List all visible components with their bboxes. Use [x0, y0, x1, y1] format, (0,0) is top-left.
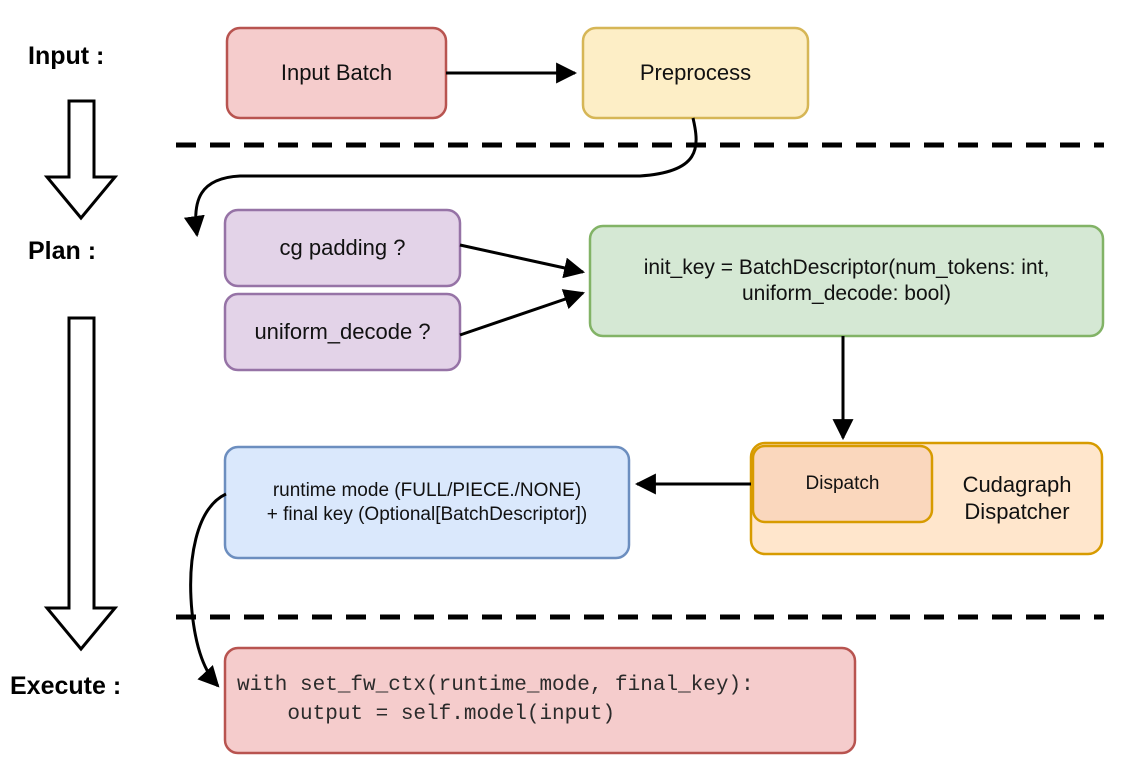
node-execute-code[interactable]: with set_fw_ctx(runtime_mode, final_key)…	[225, 648, 855, 753]
node-init-key[interactable]: init_key = BatchDescriptor(num_tokens: i…	[590, 226, 1103, 336]
node-input-batch[interactable]: Input Batch	[227, 28, 446, 118]
node-uniform-decode-label: uniform_decode ?	[254, 318, 431, 344]
arrow-cg-padding-to-init-key	[459, 243, 586, 279]
node-shape-dispatch[interactable]	[751, 444, 934, 524]
stage-label-input: Input :	[28, 42, 105, 70]
node-cg-padding-label: cg padding ?	[279, 234, 406, 260]
stage-label-execute: Execute :	[10, 672, 122, 700]
node-cudagraph-dispatcher[interactable]: Cudagraph Dispatcher	[932, 443, 1102, 554]
arrow-uniform-decode-to-init-key	[459, 289, 585, 337]
arrow-preprocess-to-cg-padding	[183, 117, 698, 238]
node-shape-cg-padding[interactable]	[223, 208, 462, 288]
stage-arrow-input-to-plan	[43, 99, 119, 221]
node-execute-code-label: with set_fw_ctx(runtime_mode, final_key)…	[237, 673, 754, 726]
node-dispatch[interactable]: Dispatch	[753, 446, 932, 522]
node-preprocess-label: Preprocess	[639, 59, 752, 85]
node-cg-padding[interactable]: cg padding ?	[225, 210, 460, 286]
stage-arrow-plan-to-execute	[43, 316, 119, 652]
node-shape-execute-code[interactable]	[223, 646, 857, 755]
node-shape-preprocess[interactable]	[581, 26, 810, 120]
node-runtime-mode-label: runtime mode (FULL/PIECE./NONE) + final …	[266, 480, 588, 525]
node-init-key-label: init_key = BatchDescriptor(num_tokens: i…	[643, 256, 1050, 305]
stage-label-plan: Plan :	[28, 237, 97, 265]
node-dispatch-label: Dispatch	[805, 473, 880, 495]
node-preprocess[interactable]: Preprocess	[583, 28, 808, 118]
node-shape-runtime-mode[interactable]	[223, 445, 631, 560]
node-runtime-mode[interactable]: runtime mode (FULL/PIECE./NONE) + final …	[225, 447, 629, 558]
node-shape-uniform-decode[interactable]	[223, 292, 462, 372]
node-uniform-decode[interactable]: uniform_decode ?	[225, 294, 460, 370]
node-cudagraph-dispatcher-label: Cudagraph Dispatcher	[962, 471, 1072, 524]
arrow-runtime-mode-to-execute-code	[189, 492, 227, 688]
node-shape-init-key[interactable]	[588, 224, 1105, 338]
node-input-batch-label: Input Batch	[280, 59, 393, 85]
